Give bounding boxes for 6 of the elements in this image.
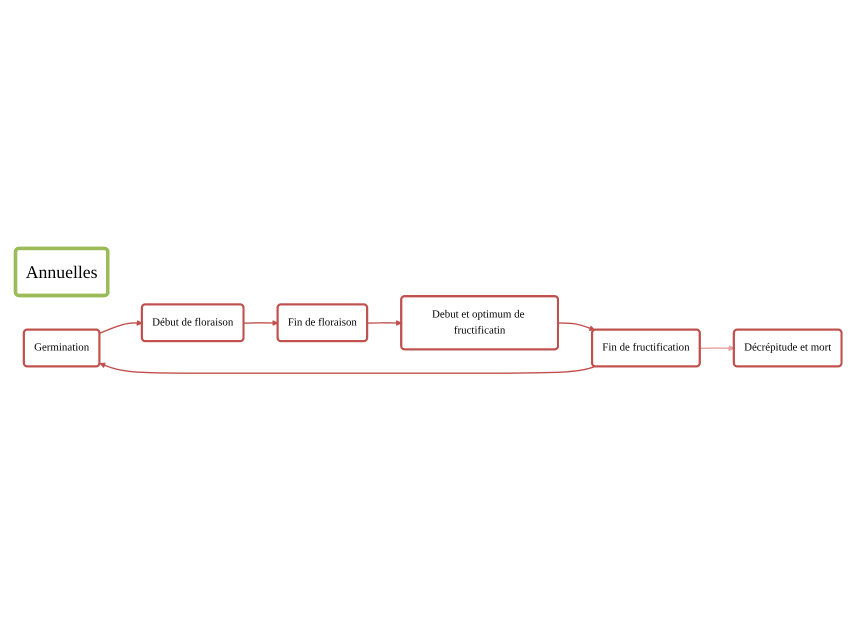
arrow (700, 344, 734, 351)
arrow (244, 320, 278, 326)
arrow (558, 322, 596, 331)
arrow (100, 362, 596, 374)
arrow (100, 320, 142, 334)
arrow (367, 320, 402, 326)
